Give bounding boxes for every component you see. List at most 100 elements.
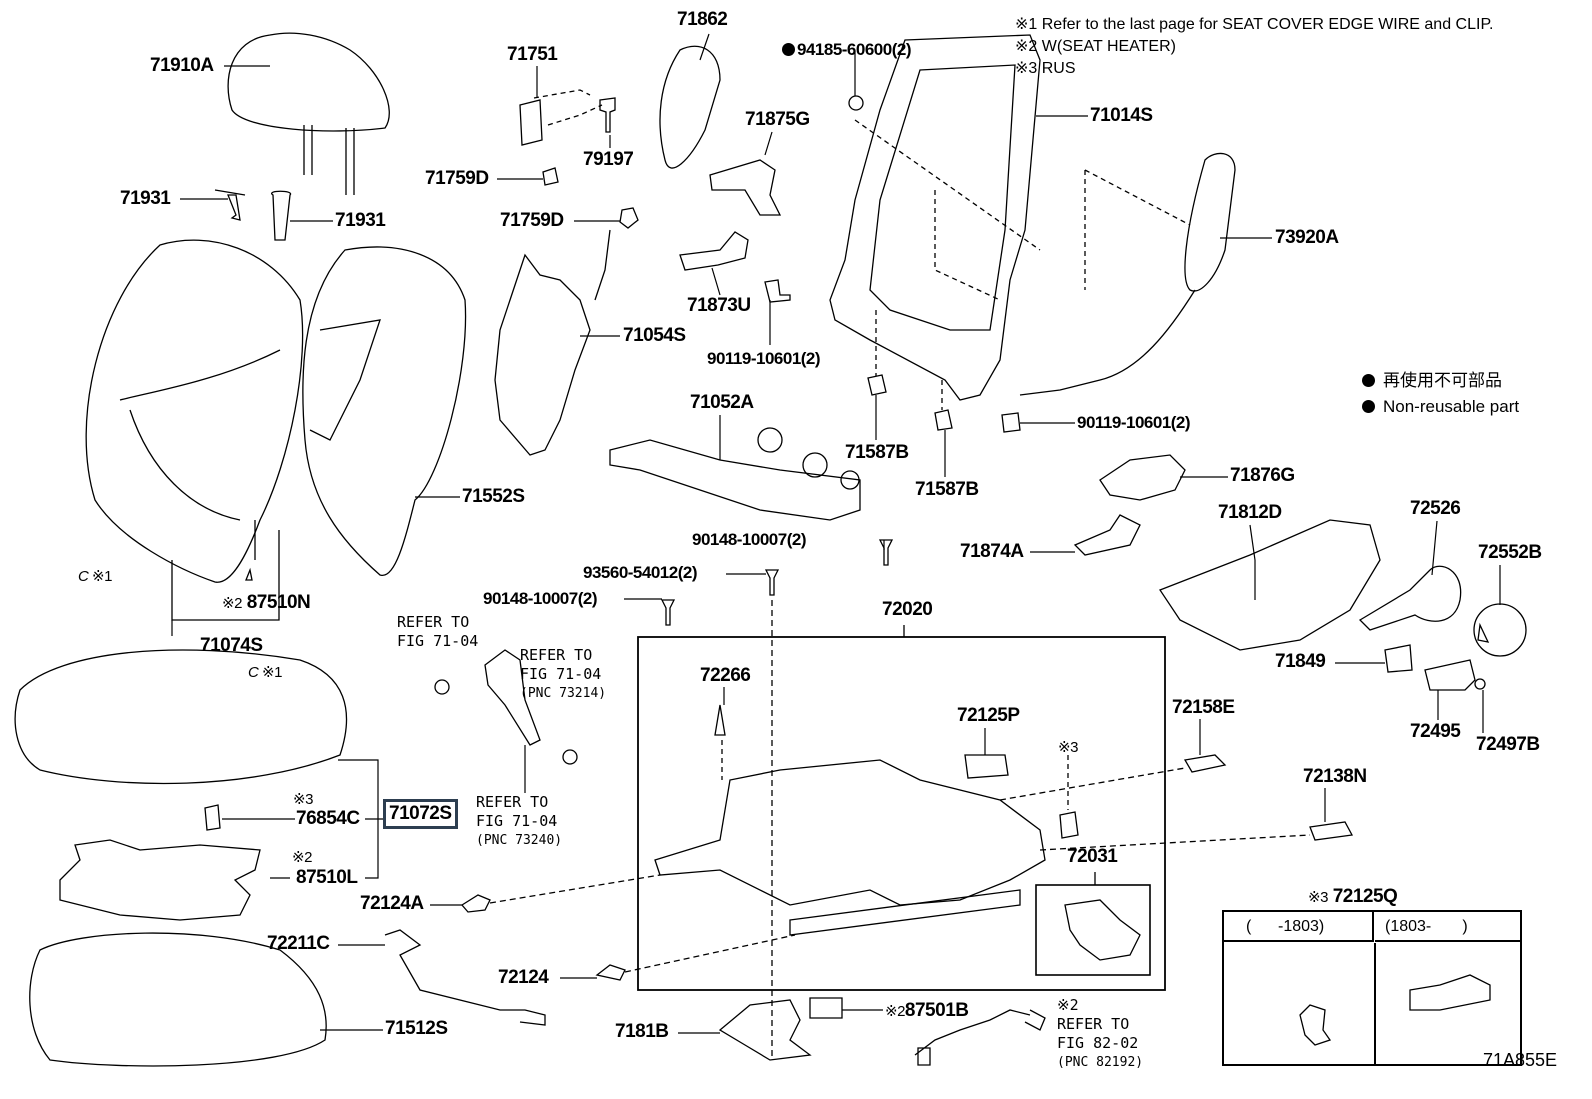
seat-heater-part xyxy=(59,839,261,921)
legend-jp-text: 再使用不可部品 xyxy=(1383,371,1502,390)
part-71931-2[interactable]: 71931 xyxy=(335,210,386,231)
headrest-stay xyxy=(303,125,355,195)
note-mark: ※2 xyxy=(222,595,242,612)
side-airbag-part xyxy=(1184,152,1236,292)
part-90148-10007[interactable]: 90148-10007(2) xyxy=(692,530,806,549)
part-72124[interactable]: 72124 xyxy=(498,967,549,988)
note-mark-3: ※3 xyxy=(293,791,313,808)
clip-icon: C xyxy=(248,664,259,681)
part-72124A[interactable]: 72124A xyxy=(360,893,424,914)
part-71875G[interactable]: 71875G xyxy=(745,109,810,130)
part-71074S[interactable]: 71074S xyxy=(200,635,263,656)
part-71052A[interactable]: 71052A xyxy=(690,392,754,413)
part-72125Q[interactable]: ※3 72125Q xyxy=(1308,886,1398,908)
note-1: ※1 Refer to the last page for SEAT COVER… xyxy=(1015,16,1494,33)
part-71759D-2[interactable]: 71759D xyxy=(500,210,564,231)
seatback-pad-part xyxy=(302,246,467,576)
part-71931[interactable]: 71931 xyxy=(120,188,171,209)
ref-line: FIG 71-04 xyxy=(476,812,558,830)
variant-image-before xyxy=(1224,943,1376,1064)
part-72020[interactable]: 72020 xyxy=(882,599,933,620)
part-90119-10601[interactable]: 90119-10601(2) xyxy=(707,349,821,368)
filled-circle-icon xyxy=(1362,374,1375,387)
note-2: ※2 W(SEAT HEATER) xyxy=(1015,38,1176,55)
part-72497B[interactable]: 72497B xyxy=(1476,734,1540,755)
note-mark: ※2 xyxy=(1057,996,1079,1014)
part-94185-60600[interactable]: 94185-60600(2) xyxy=(782,40,911,60)
legend-en-text: Non-reusable part xyxy=(1383,397,1520,416)
note-mark-2: ※2 xyxy=(292,849,312,866)
part-72125P[interactable]: 72125P xyxy=(957,705,1020,726)
ref-line: REFER TO xyxy=(476,793,549,811)
part-71873U[interactable]: 71873U xyxy=(687,295,751,316)
part-90148-10007-2[interactable]: 90148-10007(2) xyxy=(483,589,597,608)
diagram-code: 71A855E xyxy=(1483,1050,1558,1070)
seat-cushion-pad-part xyxy=(29,932,327,1067)
part-71910A[interactable]: 71910A xyxy=(150,55,214,76)
part-72211C[interactable]: 72211C xyxy=(267,933,330,954)
part-72138N[interactable]: 72138N xyxy=(1303,766,1367,787)
clip-icon: C xyxy=(78,568,89,585)
seat-shield-part xyxy=(1159,519,1381,651)
part-71512S[interactable]: 71512S xyxy=(385,1018,448,1039)
part-87501B[interactable]: ※287501B xyxy=(885,1001,969,1022)
part-7181B[interactable]: 7181B xyxy=(615,1021,669,1042)
part-number: 94185-60600(2) xyxy=(797,40,911,59)
clip-note-2: C ※1 xyxy=(248,663,282,683)
seatback-cover-part xyxy=(85,239,304,583)
part-72526[interactable]: 72526 xyxy=(1410,498,1461,519)
part-71014S[interactable]: 71014S xyxy=(1090,105,1153,126)
seat-track-group-box xyxy=(637,636,1166,991)
note-mark: ※1 xyxy=(262,664,282,681)
part-87510N[interactable]: ※2 87510N xyxy=(222,593,311,614)
legend-en: Non-reusable part xyxy=(1362,396,1519,418)
part-71587B[interactable]: 71587B xyxy=(845,442,909,463)
part-71587B-2[interactable]: 71587B xyxy=(915,479,979,500)
part-number: 72125Q xyxy=(1332,886,1398,907)
harness-bracket-part xyxy=(718,999,812,1061)
note-mark: ※3 xyxy=(1308,889,1328,906)
part-71874A[interactable]: 71874A xyxy=(960,541,1024,562)
part-79197[interactable]: 79197 xyxy=(583,149,634,170)
part-72495[interactable]: 72495 xyxy=(1410,721,1461,742)
headrest-part xyxy=(227,32,390,132)
seat-track-part xyxy=(654,759,1046,906)
part-76854C[interactable]: 76854C xyxy=(296,808,360,829)
part-71862[interactable]: 71862 xyxy=(677,9,728,30)
part-71072S-highlighted[interactable]: 71072S xyxy=(383,799,458,829)
seat-cushion-cover-part xyxy=(14,649,348,785)
seat-spring-part xyxy=(609,439,861,521)
part-73920A[interactable]: 73920A xyxy=(1275,227,1339,248)
note-mark: ※2 xyxy=(885,1003,905,1020)
variant-image-after xyxy=(1375,943,1522,1064)
part-72266[interactable]: 72266 xyxy=(700,665,751,686)
part-71849[interactable]: 71849 xyxy=(1275,651,1326,672)
ref-line: FIG 82-02 xyxy=(1057,1034,1139,1052)
part-93560-54012[interactable]: 93560-54012(2) xyxy=(583,563,697,582)
part-71759D[interactable]: 71759D xyxy=(425,168,489,189)
part-72031[interactable]: 72031 xyxy=(1067,846,1118,867)
part-90119-10601-2[interactable]: 90119-10601(2) xyxy=(1077,413,1191,432)
legend-jp: 再使用不可部品 xyxy=(1362,370,1502,392)
part-71751[interactable]: 71751 xyxy=(507,44,558,65)
part-72158E[interactable]: 72158E xyxy=(1172,697,1235,718)
ref-line: (PNC 82192) xyxy=(1057,1055,1144,1070)
note-3: ※3 RUS xyxy=(1015,60,1076,77)
recliner-group-box xyxy=(1035,884,1151,976)
variant-col-after-1803: (1803- ) xyxy=(1375,912,1522,942)
part-72552B[interactable]: 72552B xyxy=(1478,542,1542,563)
part-71054S[interactable]: 71054S xyxy=(623,325,686,346)
part-71876G[interactable]: 71876G xyxy=(1230,465,1295,486)
side-cover-part xyxy=(659,45,721,169)
part-71812D[interactable]: 71812D xyxy=(1218,502,1282,523)
part-87510L[interactable]: 87510L xyxy=(296,867,358,888)
note-mark: ※1 xyxy=(92,568,112,585)
ref-line: (PNC 73214) xyxy=(520,686,607,701)
part-71552S[interactable]: 71552S xyxy=(462,486,525,507)
ref-line: FIG 71-04 xyxy=(397,632,479,650)
